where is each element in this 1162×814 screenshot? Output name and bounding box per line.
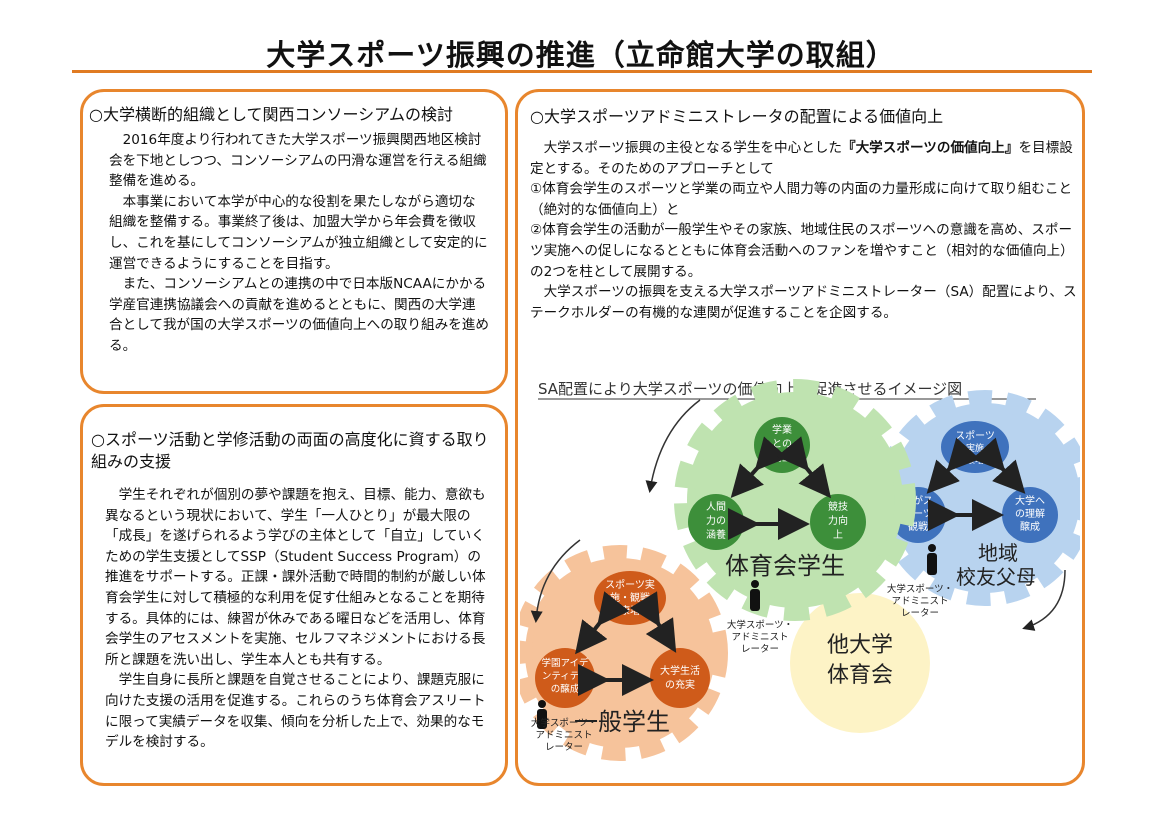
general-node-left-text-3: の醸成 <box>551 683 580 695</box>
sa-figure-1: 大学スポーツ・ アドミニスト レーター <box>727 580 793 655</box>
administrator-intro: 大学スポーツ振興の主役となる学生を中心とした『大学スポーツの価値向上』を目標設定… <box>530 138 1078 179</box>
student-support-section: ○スポーツ活動と学修活動の両面の高度化に資する取り組みの支援 学生それぞれが個別… <box>80 404 508 786</box>
sa-label-2-line-3: レーター <box>901 608 939 619</box>
student-support-body: 学生それぞれが個別の夢や課題を抱え、目標、能力、意欲も異なるという現状において、… <box>105 485 493 753</box>
cycle-arrow-left <box>530 539 581 623</box>
community-node-right <box>1002 487 1058 543</box>
athlete-node-right-text-2: 力向 <box>828 514 848 527</box>
sa-label-2-line-1: 大学スポーツ・ <box>887 583 953 595</box>
general-node-top-text-1: スポーツ実 <box>605 578 655 591</box>
student-support-paragraph-1: 学生それぞれが個別の夢や課題を抱え、目標、能力、意欲も異なるという現状において、… <box>105 487 486 668</box>
athlete-node-top-text-2: との <box>772 438 792 450</box>
sa-image-diagram: SA配置により大学スポーツの価値向上を促進させるイメージ図 他大学 体育会 スポ… <box>520 379 1080 761</box>
general-label: 一般学生 <box>574 708 670 736</box>
intro-emphasis: 『大学スポーツの価値向上』 <box>841 140 1019 156</box>
general-node-top-text-2: 施・観戦 <box>610 591 650 604</box>
community-label-1: 地域 <box>978 541 1018 565</box>
athlete-node-top-text-1: 学業 <box>772 423 792 436</box>
athlete-student-gear: 学業 との 両立 人間 力の 涵養 競技 力向 上 体育会学生 <box>674 379 916 621</box>
general-node-left-text-1: 学園アイデ <box>541 657 589 669</box>
approach-1: ①体育会学生のスポーツと学業の両立や人間力等の内面の力量形成に向けて取り組むこと… <box>530 181 1073 218</box>
intro-suffix: を目標設定とする。そのためのアプローチとして <box>530 140 1073 177</box>
community-node-top-text-1: スポーツ <box>955 430 995 442</box>
community-node-right-text-3: 醸成 <box>1020 521 1040 533</box>
consortium-section: ○大学横断的組織として関西コンソーシアムの検討 2016年度より行われてきた大学… <box>80 89 508 394</box>
other-university-circle <box>790 593 930 733</box>
administrator-body: 大学スポーツ振興の主役となる学生を中心とした『大学スポーツの価値向上』を目標設定… <box>530 138 1078 323</box>
approach-summary: の2つを柱として展開する。 <box>530 263 702 280</box>
sa-label-3-line-3: レーター <box>545 742 583 753</box>
athlete-node-left-text-3: 涵養 <box>706 528 726 541</box>
sa-label-2-line-2: アドミニスト <box>891 596 948 607</box>
general-node-right-text-1: 大学生活 <box>660 664 700 677</box>
general-node-left-text-2: ンティティ <box>542 671 588 682</box>
community-node-top-text-3: 健康増進 <box>957 454 993 466</box>
person-icon <box>751 580 759 588</box>
other-university-label-2: 体育会 <box>827 663 893 688</box>
sa-label-1-line-1: 大学スポーツ・ <box>727 619 793 631</box>
athlete-label: 体育会学生 <box>725 552 845 580</box>
sa-label-3-line-2: アドミニスト <box>535 730 592 741</box>
approach-2: ②体育会学生の活動が一般学生やその家族、地域住民のスポーツへの意識を高め、スポー… <box>530 222 1074 259</box>
administrator-heading: ○大学スポーツアドミニストレータの配置による価値向上 <box>530 107 944 126</box>
consortium-paragraph-3: また、コンソーシアムとの連携の中で日本版NCAAにかかる学産官連携協議会への貢献… <box>109 276 489 354</box>
community-label-2: 校友父母 <box>956 565 1036 589</box>
sa-figure-3: 大学スポーツ・ アドミニスト レーター <box>531 700 597 753</box>
page-title: 大学スポーツ振興の推進（立命館大学の取組） <box>266 38 896 72</box>
person-body <box>927 553 937 575</box>
title-underline <box>72 70 1092 73</box>
community-node-top-text-2: 実施 <box>966 442 984 454</box>
student-support-heading: ○スポーツ活動と学修活動の両面の高度化に資する取り組みの支援 <box>91 430 489 471</box>
diagram-title: SA配置により大学スポーツの価値向上を促進させるイメージ図 <box>538 380 962 398</box>
person-body <box>750 589 760 611</box>
other-university-label-1: 他大学 <box>827 633 893 658</box>
cycle-arrow-right <box>1022 569 1066 631</box>
general-student-gear: スポーツ実 施・観戦 健康増進 学園アイデ ンティティ の醸成 大学生活 の充実… <box>520 545 728 761</box>
person-icon <box>538 700 546 708</box>
athlete-node-left-text-2: 力の <box>706 514 726 527</box>
consortium-body: 2016年度より行われてきた大学スポーツ振興関西地区検討会を下地としつつ、コンソ… <box>109 130 489 357</box>
sa-figure-2: 大学スポーツ・ アドミニスト レーター <box>887 544 953 619</box>
person-body <box>537 709 547 729</box>
sa-label-3-line-1: 大学スポーツ・ <box>531 717 597 729</box>
sa-label-1-line-2: アドミニスト <box>731 632 788 643</box>
intro-prefix: 大学スポーツ振興の主役となる学生を中心とした <box>530 140 842 156</box>
athlete-node-top-text-3: 両立 <box>772 451 792 464</box>
community-node-right-text-2: の理解 <box>1015 507 1045 520</box>
general-node-right-text-2: の充実 <box>665 678 695 691</box>
consortium-paragraph-1: 2016年度より行われてきた大学スポーツ振興関西地区検討会を下地としつつ、コンソ… <box>109 132 487 190</box>
sa-label-1-line-3: レーター <box>741 644 779 655</box>
cycle-arrow-top <box>645 399 701 493</box>
general-node-top-text-3: 健康増進 <box>610 604 650 617</box>
community-node-right-text-1: 大学へ <box>1015 494 1045 507</box>
athlete-node-right-text-1: 競技 <box>828 500 848 513</box>
student-support-paragraph-2: 学生自身に長所と課題を自覚させることにより、課題克服に向けた支援の活用を促進する… <box>105 672 486 751</box>
person-icon <box>928 544 936 552</box>
community-gear: スポーツ 実施 健康増進 人がス ポーツ 観戦 大学へ の理解 醸成 地域 校友… <box>877 390 1080 606</box>
administrator-conclusion: 大学スポーツの振興を支える大学スポーツアドミニストレーター（SA）配置により、ス… <box>530 284 1077 321</box>
athlete-node-right-text-3: 上 <box>833 529 843 541</box>
athlete-node-right <box>810 494 866 550</box>
general-node-right <box>650 648 710 708</box>
consortium-heading: ○大学横断的組織として関西コンソーシアムの検討 <box>89 105 454 124</box>
athlete-node-left-text-1: 人間 <box>706 501 726 513</box>
consortium-paragraph-2: 本事業において本学が中心的な役割を果たしながら適切な組織を整備する。事業終了後は… <box>109 193 488 272</box>
